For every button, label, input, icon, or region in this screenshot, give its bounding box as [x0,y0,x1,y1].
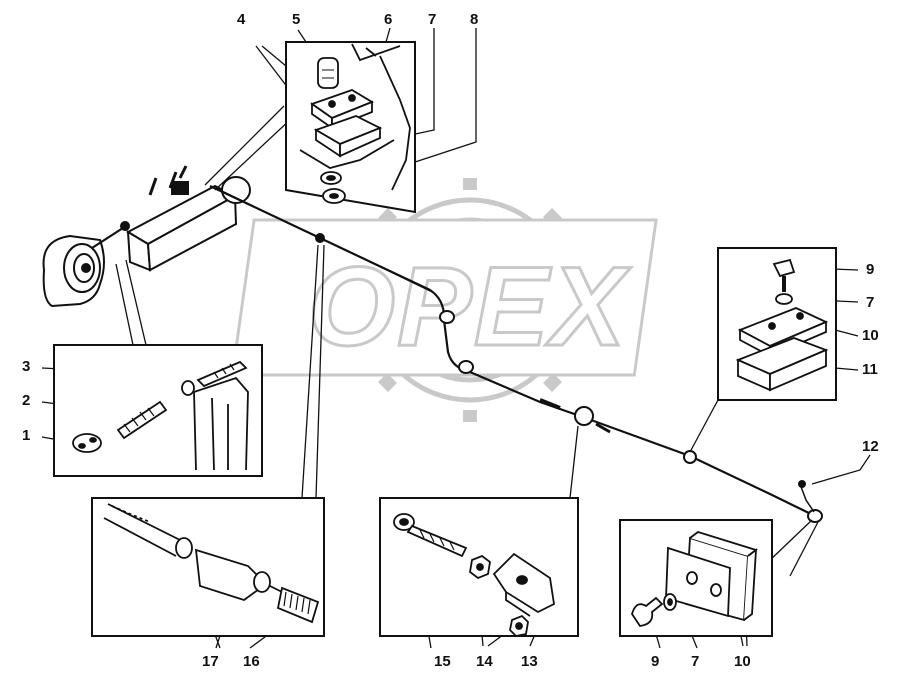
callout-10-right: 10 [862,327,879,344]
callout-5: 5 [292,11,301,28]
main-assembly [42,165,823,523]
callout-8: 8 [470,11,479,28]
watermark-banner [230,218,658,377]
control-box [125,165,251,272]
callout-11: 11 [862,361,878,378]
detail-panel-mounting-plates [285,41,416,214]
detail-panel-spring-end [53,344,263,477]
callout-7-top: 7 [428,11,437,28]
detail-panel-bracket [717,247,837,401]
callout-7-right: 7 [866,294,875,311]
callout-14: 14 [476,653,493,670]
callout-7-bottom: 7 [691,653,700,670]
callout-1: 1 [22,427,31,444]
detail-panel-ball-joint [379,497,579,637]
callout-16: 16 [243,653,260,670]
detail-panel-cable-adjuster [91,497,325,637]
callout-3: 3 [22,358,31,375]
callout-6: 6 [384,11,393,28]
detail-panel-cable-clamp [619,519,773,637]
callout-15: 15 [434,653,451,670]
callout-10-bottom: 10 [734,653,751,670]
callout-2: 2 [22,392,31,409]
fan-housing [42,234,105,308]
callout-4: 4 [237,11,246,28]
callout-9-right: 9 [866,261,875,278]
callout-17: 17 [202,653,219,670]
watermark-text: OPEX [308,244,632,369]
callout-13: 13 [521,653,538,670]
control-cable [91,185,816,517]
callout-9-bottom: 9 [651,653,660,670]
callout-12: 12 [862,438,879,455]
